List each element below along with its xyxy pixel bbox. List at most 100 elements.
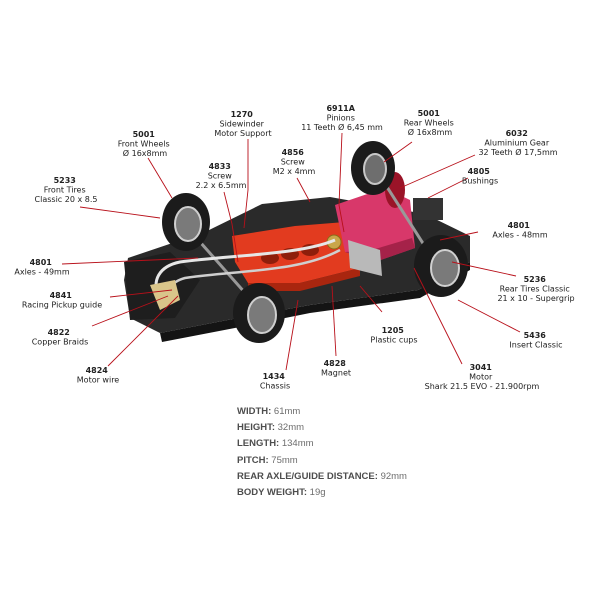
spec-list: WIDTH: 61mm HEIGHT: 32mm LENGTH: 134mm P…: [237, 406, 407, 503]
part-desc: Front Wheels: [118, 140, 170, 149]
part-label: 4841 Racing Pickup guide: [22, 291, 102, 310]
spec-key: BODY WEIGHT:: [237, 486, 308, 498]
leader-line: [383, 141, 413, 163]
leader-line: [223, 191, 239, 263]
part-desc: Aluminium Gear: [484, 139, 550, 148]
spec-value: 134mm: [279, 438, 314, 450]
part-desc: Sidewinder: [220, 120, 265, 129]
leader-line: [359, 285, 383, 313]
rear-left-wheel: [363, 153, 387, 185]
part-label: 4828 Magnet: [321, 359, 351, 378]
part-code: 5436: [524, 331, 547, 340]
spec-value: 75mm: [268, 454, 298, 466]
leader-line: [147, 157, 173, 199]
part-desc: Axles - 49mm: [14, 268, 69, 277]
spec-value: 19g: [307, 486, 326, 498]
leader-line: [61, 257, 199, 265]
part-desc: Ø 16x8mm: [123, 148, 168, 158]
part-label: 5001 Front Wheels Ø 16x8mm: [118, 130, 173, 158]
part-desc: 32 Teeth Ø 17,5mm: [478, 147, 557, 157]
leader-line: [285, 299, 299, 371]
part-code: 4801: [30, 258, 53, 267]
part-label: 5436 Insert Classic: [509, 331, 562, 350]
spec-key: WIDTH:: [237, 406, 272, 417]
part-desc: 11 Teeth Ø 6,45 mm: [301, 122, 383, 132]
part-desc: Rear Wheels: [404, 119, 454, 128]
part-code: 3041: [470, 363, 493, 372]
motor-wire: [154, 238, 336, 301]
part-label: 1434 Chassis: [260, 372, 290, 391]
part-label: 6911A Pinions 11 Teeth Ø 6,45 mm: [301, 104, 383, 132]
part-code: 4805: [468, 167, 491, 176]
part-label: 4805 Bushings: [462, 167, 498, 186]
part-code: 4801: [508, 221, 531, 230]
motor-support-edge: [248, 268, 360, 291]
part-label: 1270 Sidewinder Motor Support: [214, 110, 271, 138]
rear-bushing-block: [413, 198, 443, 220]
part-desc: M2 x 4mm: [273, 167, 316, 176]
leader-line: [427, 177, 469, 199]
leader-line: [243, 139, 249, 229]
part-desc: Motor Support: [214, 129, 271, 138]
part-code: 5233: [54, 176, 76, 185]
part-code: 4822: [48, 328, 70, 337]
leader-line: [338, 132, 345, 233]
spec-row-height: HEIGHT: 32mm: [237, 422, 407, 438]
part-code: 5001: [133, 130, 156, 139]
spec-key: LENGTH:: [237, 438, 280, 450]
part-code: 4856: [282, 148, 305, 157]
part-desc: Bushings: [462, 177, 498, 186]
part-desc: Pinions: [327, 114, 355, 123]
spec-row-body-weight: BODY WEIGHT: 19g: [237, 487, 407, 503]
part-code: 1434: [263, 372, 286, 381]
part-desc: Screw: [208, 172, 233, 181]
part-desc: 2.2 x 6.5mm: [196, 181, 247, 190]
part-label: 3041 Motor Shark 21.5 EVO - 21.900rpm: [425, 363, 540, 391]
part-code: 6032: [506, 129, 528, 138]
leader-line: [457, 299, 521, 333]
leader-line: [79, 206, 161, 219]
part-label: 4801 Axles - 48mm: [492, 221, 547, 240]
part-label: 4824 Motor wire: [77, 366, 120, 385]
leader-line: [296, 177, 311, 203]
leader-line: [439, 231, 479, 241]
leader-line: [413, 267, 463, 365]
spec-value: 32mm: [275, 422, 305, 434]
part-code: 1205: [382, 326, 405, 335]
part-code: 4828: [324, 359, 347, 368]
part-desc: Front Tires: [44, 186, 86, 195]
leader-line: [451, 261, 517, 277]
rear-right-wheel: [430, 249, 460, 287]
front-left-wheel: [174, 206, 202, 242]
part-label: 5233 Front Tires Classic 20 x 8.5: [35, 176, 98, 204]
part-code: 4824: [86, 366, 109, 375]
part-label: 6032 Aluminium Gear 32 Teeth Ø 17,5mm: [478, 129, 557, 157]
car-chassis-illustration: [124, 141, 470, 343]
part-callouts: 5001 Front Wheels Ø 16x8mm 1270 Sidewind…: [14, 104, 574, 391]
part-code: 6911A: [326, 104, 355, 113]
spec-value: 92mm: [377, 470, 407, 482]
part-desc: Screw: [281, 158, 306, 167]
spec-row-length: LENGTH: 134mm: [237, 438, 407, 454]
part-desc: Racing Pickup guide: [22, 301, 102, 310]
part-desc: Rear Tires Classic: [500, 285, 570, 294]
part-desc: Motor wire: [77, 376, 120, 385]
leader-line: [91, 295, 169, 327]
spec-key: PITCH:: [237, 454, 269, 466]
part-code: 5236: [524, 275, 547, 284]
pickup-guide: [150, 280, 180, 310]
part-desc: Shark 21.5 EVO - 21.900rpm: [425, 382, 540, 391]
leader-line: [109, 289, 173, 298]
part-code: 5001: [418, 109, 441, 118]
spec-row-pitch: PITCH: 75mm: [237, 455, 407, 471]
part-label: 4833 Screw 2.2 x 6.5mm: [196, 162, 247, 190]
part-desc: Insert Classic: [509, 341, 562, 350]
part-code: 4833: [209, 162, 231, 171]
part-desc: Chassis: [260, 382, 290, 391]
part-desc: Classic 20 x 8.5: [35, 195, 98, 204]
part-label: 5001 Rear Wheels Ø 16x8mm: [404, 109, 457, 137]
spec-key: HEIGHT:: [237, 422, 275, 434]
leader-line: [331, 285, 337, 357]
part-label: 4822 Copper Braids: [32, 328, 89, 347]
